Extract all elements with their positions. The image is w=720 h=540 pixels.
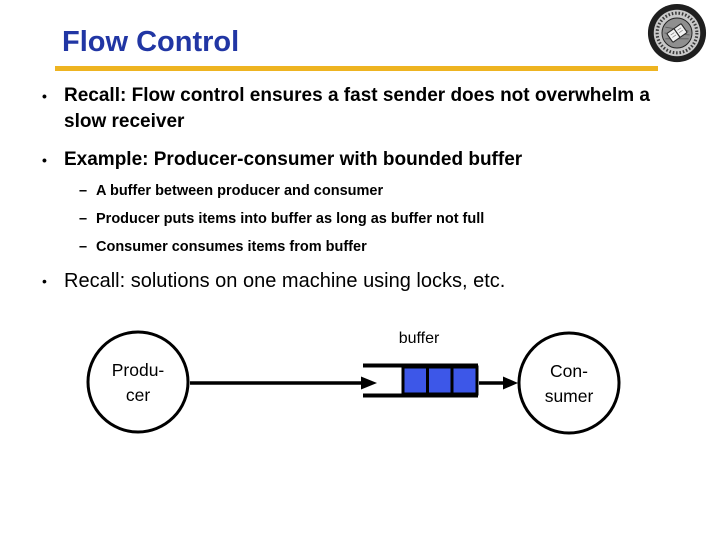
slide-title: Flow Control: [62, 26, 240, 58]
bullet-text: Recall: Flow control ensures a fast send…: [64, 85, 650, 132]
producer-node: [86, 330, 190, 434]
consumer-label-line1: Con-: [550, 361, 588, 381]
title-underline: [55, 66, 658, 71]
buffer-label: buffer: [399, 330, 440, 347]
dash-marker: –: [79, 183, 88, 199]
dash-marker: –: [79, 211, 88, 227]
bullet-item: • Example: Producer-consumer with bounde…: [42, 147, 522, 173]
bullet-marker: •: [42, 273, 47, 289]
consumer-node: [517, 331, 621, 435]
producer-consumer-diagram: Produ- cer buffer Con- sumer: [86, 330, 621, 435]
sub-bullet-list: – A buffer between producer and consumer…: [79, 177, 484, 261]
bullet-marker: •: [42, 88, 47, 104]
bullet-item: • Recall: Flow control ensures a fast se…: [42, 83, 664, 135]
bullet-text: Example: Producer-consumer with bounded …: [64, 149, 523, 170]
dash-marker: –: [79, 239, 88, 255]
arrowhead-icon: [503, 376, 518, 390]
university-seal-icon: [647, 3, 707, 63]
arrowhead-icon: [361, 376, 377, 390]
sub-bullet-text: Consumer consumes items from buffer: [96, 239, 367, 255]
buffer-filled-cells: [401, 365, 479, 396]
bullet-item: • Recall: solutions on one machine using…: [42, 268, 505, 294]
bullet-text: Recall: solutions on one machine using l…: [64, 270, 506, 292]
sub-bullet-text: Producer puts items into buffer as long …: [96, 211, 485, 227]
sub-bullet-item: – A buffer between producer and consumer: [79, 177, 484, 205]
seal-book-icon: [666, 23, 688, 43]
consumer-label-line2: sumer: [545, 386, 594, 406]
producer-label-line2: cer: [126, 385, 150, 405]
producer-label-line1: Produ-: [112, 360, 165, 380]
seal-band-text-ring: [655, 11, 699, 55]
sub-bullet-item: – Producer puts items into buffer as lon…: [79, 205, 484, 233]
sub-bullet-item: – Consumer consumes items from buffer: [79, 233, 484, 261]
bullet-marker: •: [42, 152, 47, 168]
sub-bullet-text: A buffer between producer and consumer: [96, 183, 384, 199]
